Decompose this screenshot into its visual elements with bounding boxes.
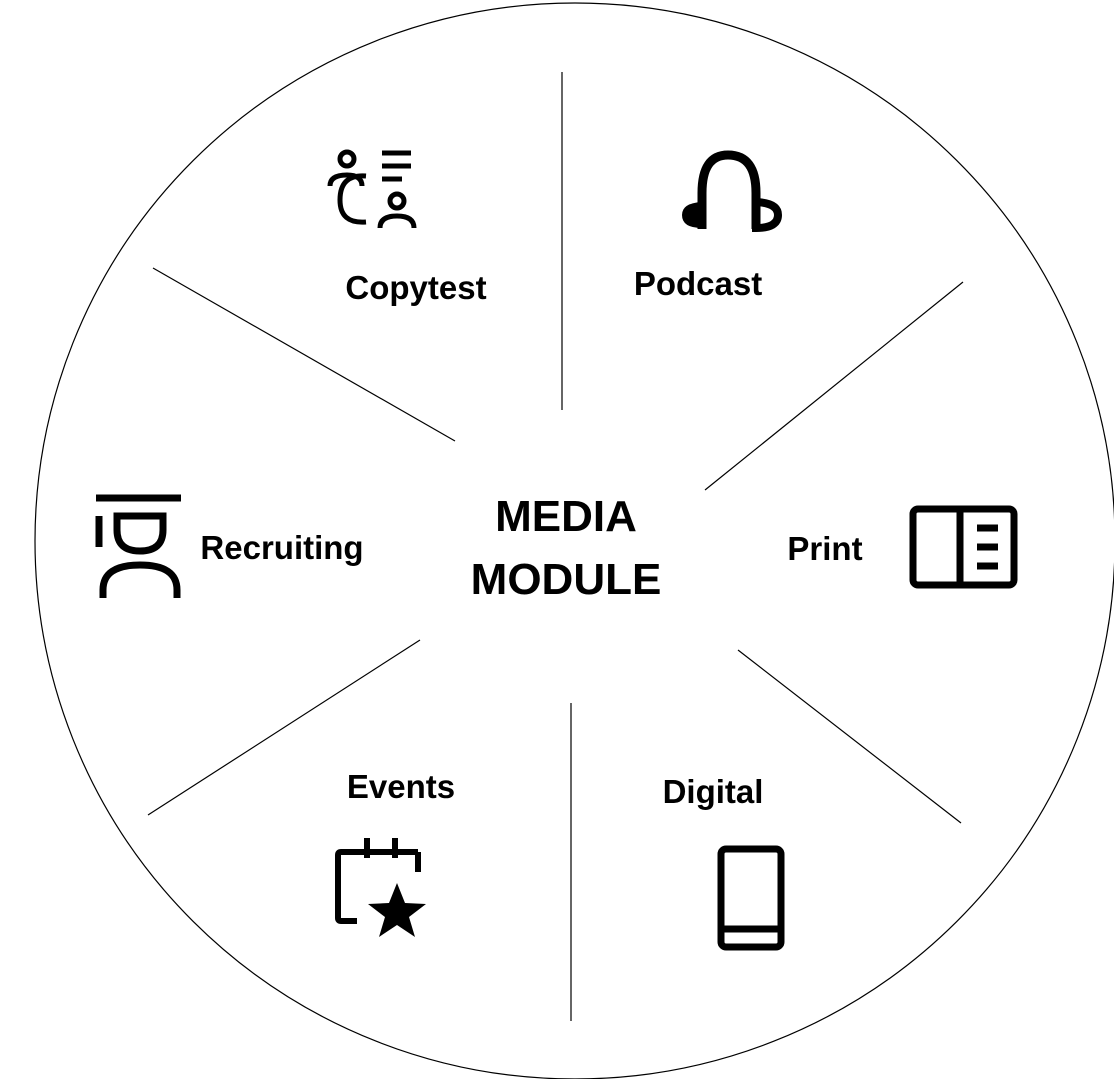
divider-lines: [147, 72, 964, 1021]
divider-top-right: [704, 281, 964, 491]
divider-top-left: [152, 267, 456, 442]
segment-label-events: Events: [347, 768, 455, 805]
person-desk-icon: [95, 494, 181, 598]
outer-circle: [34, 2, 1114, 1079]
segment-label-copytest: Copytest: [345, 269, 486, 306]
people-list-icon: [327, 149, 417, 229]
segment-label-digital: Digital: [663, 773, 764, 810]
headphones-icon: [682, 150, 783, 233]
center-title-line1: MEDIA: [495, 492, 637, 541]
divider-bottom-left: [147, 639, 421, 816]
calendar-star-icon: [335, 838, 426, 937]
segment-label-podcast: Podcast: [634, 265, 762, 302]
segment-label-print: Print: [787, 530, 862, 567]
smartphone-icon: [717, 845, 785, 951]
segment-label-recruiting: Recruiting: [200, 529, 363, 566]
divider-bottom-right: [737, 649, 962, 824]
book-open-icon: [909, 505, 1018, 589]
center-title-line2: MODULE: [471, 555, 662, 604]
